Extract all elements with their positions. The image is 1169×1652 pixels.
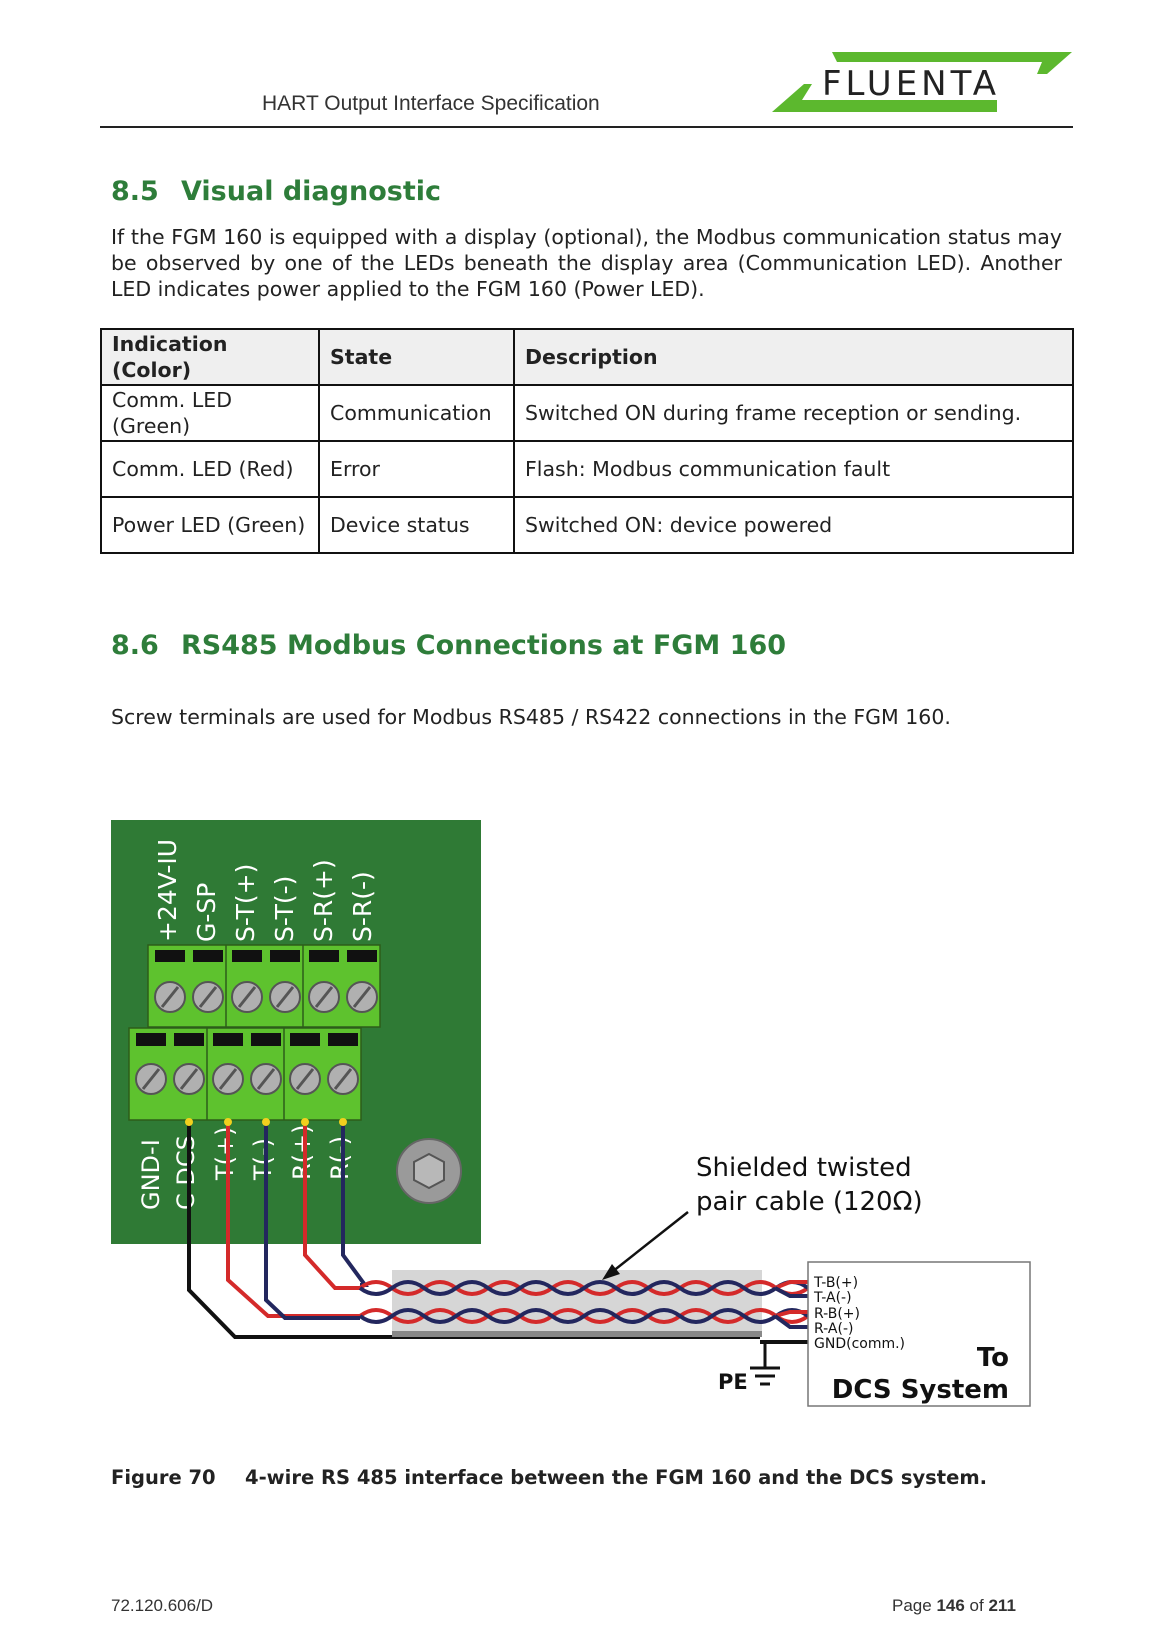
terminal-label: R(+) — [288, 1124, 316, 1180]
cable-label-line2: pair cable (120Ω) — [696, 1187, 923, 1217]
section-heading-8-5: 8.5 Visual diagnostic — [111, 176, 441, 207]
bottom-terminal-block — [128, 1027, 362, 1121]
dcs-terminal-label: GND(comm.) — [814, 1336, 905, 1352]
table-header-row: Indication (Color) State Description — [100, 328, 1074, 386]
section-number: 8.5 — [111, 176, 159, 207]
table-cell: Comm. LED (Green) — [100, 384, 320, 442]
terminal-label: GND-I — [137, 1139, 165, 1210]
table-cell: Error — [318, 440, 515, 498]
arrowhead-icon — [602, 1264, 620, 1280]
document-number: 72.120.606/D — [111, 1596, 214, 1615]
terminal-label: S-T(+) — [231, 864, 260, 942]
section-title: RS485 Modbus Connections at FGM 160 — [181, 630, 787, 661]
dcs-system-label: DCS System — [832, 1375, 1009, 1405]
terminal-label: +24V-IU — [153, 839, 182, 942]
dcs-to-label: To — [977, 1343, 1009, 1373]
pe-label: PE — [718, 1370, 748, 1394]
page-word: Page — [892, 1596, 932, 1615]
terminal-label: S-T(-) — [270, 876, 299, 942]
cable-label-line1: Shielded twisted — [696, 1153, 912, 1183]
logo-text: FLUENTA — [822, 64, 1000, 104]
dcs-terminal-label: R-B(+) — [814, 1306, 860, 1322]
document-title: HART Output Interface Specification — [262, 92, 600, 115]
table-header: State — [318, 328, 515, 386]
terminal-label: T(-) — [249, 1138, 277, 1181]
top-terminal-labels: +24V-IU G-SP S-T(+) S-T(-) S-R(+) S-R(-) — [153, 839, 377, 942]
terminal-label: G-SP — [192, 883, 221, 942]
header-rule — [100, 126, 1073, 128]
section-number: 8.6 — [111, 630, 159, 661]
terminal-label: C DCS — [172, 1135, 200, 1210]
terminal-label: T(+) — [211, 1127, 239, 1182]
dcs-box — [807, 1261, 1031, 1407]
table-cell: Power LED (Green) — [100, 496, 320, 554]
figure-label: Figure 70 — [111, 1466, 216, 1489]
page-current: 146 — [936, 1596, 965, 1615]
figure-caption: Figure 70 4-wire RS 485 interface between… — [111, 1466, 987, 1489]
mounting-screw-icon — [396, 1138, 462, 1204]
terminal-label: S-R(-) — [348, 871, 377, 942]
ground-icon — [750, 1342, 780, 1386]
table-cell: Comm. LED (Red) — [100, 440, 320, 498]
table-cell: Switched ON during frame reception or se… — [513, 384, 1074, 442]
dcs-terminal-label: T-B(+) — [813, 1275, 858, 1291]
figure-caption-text: 4-wire RS 485 interface between the FGM … — [245, 1466, 988, 1489]
dcs-terminal-labels: T-B(+) T-A(-) R-B(+) R-A(-) GND(comm.) — [813, 1275, 905, 1352]
table-row: Comm. LED (Green) Communication Switched… — [100, 384, 1074, 442]
section-heading-8-6: 8.6 RS485 Modbus Connections at FGM 160 — [111, 630, 786, 661]
table-cell: Switched ON: device powered — [513, 496, 1074, 554]
terminal-label: R(-) — [326, 1136, 354, 1180]
table-cell: Communication — [318, 384, 515, 442]
table-header: Description — [513, 328, 1074, 386]
led-table: Indication (Color) State Description Com… — [100, 328, 1074, 554]
table-header: Indication (Color) — [100, 328, 320, 386]
table-cell: Device status — [318, 496, 515, 554]
fluenta-logo — [772, 52, 1072, 112]
dcs-terminal-label: T-A(-) — [813, 1290, 852, 1306]
table-row: Power LED (Green) Device status Switched… — [100, 496, 1074, 554]
page-total: 211 — [988, 1596, 1016, 1615]
page-number: Page 146 of 211 — [892, 1596, 1016, 1616]
page-of: of — [969, 1596, 984, 1615]
top-terminal-block — [147, 944, 381, 1028]
dcs-terminal-label: R-A(-) — [814, 1321, 853, 1337]
section-title: Visual diagnostic — [181, 176, 441, 207]
bottom-terminal-labels: GND-I C DCS T(+) T(-) R(+) R(-) — [137, 1124, 354, 1210]
callout-arrow — [611, 1211, 689, 1273]
table-cell: Flash: Modbus communication fault — [513, 440, 1074, 498]
terminal-label: S-R(+) — [309, 859, 338, 942]
section-8-6-paragraph: Screw terminals are used for Modbus RS48… — [111, 705, 951, 729]
section-8-5-paragraph: If the FGM 160 is equipped with a displa… — [111, 225, 1062, 301]
table-row: Comm. LED (Red) Error Flash: Modbus comm… — [100, 440, 1074, 498]
twisted-pairs — [358, 1280, 810, 1324]
